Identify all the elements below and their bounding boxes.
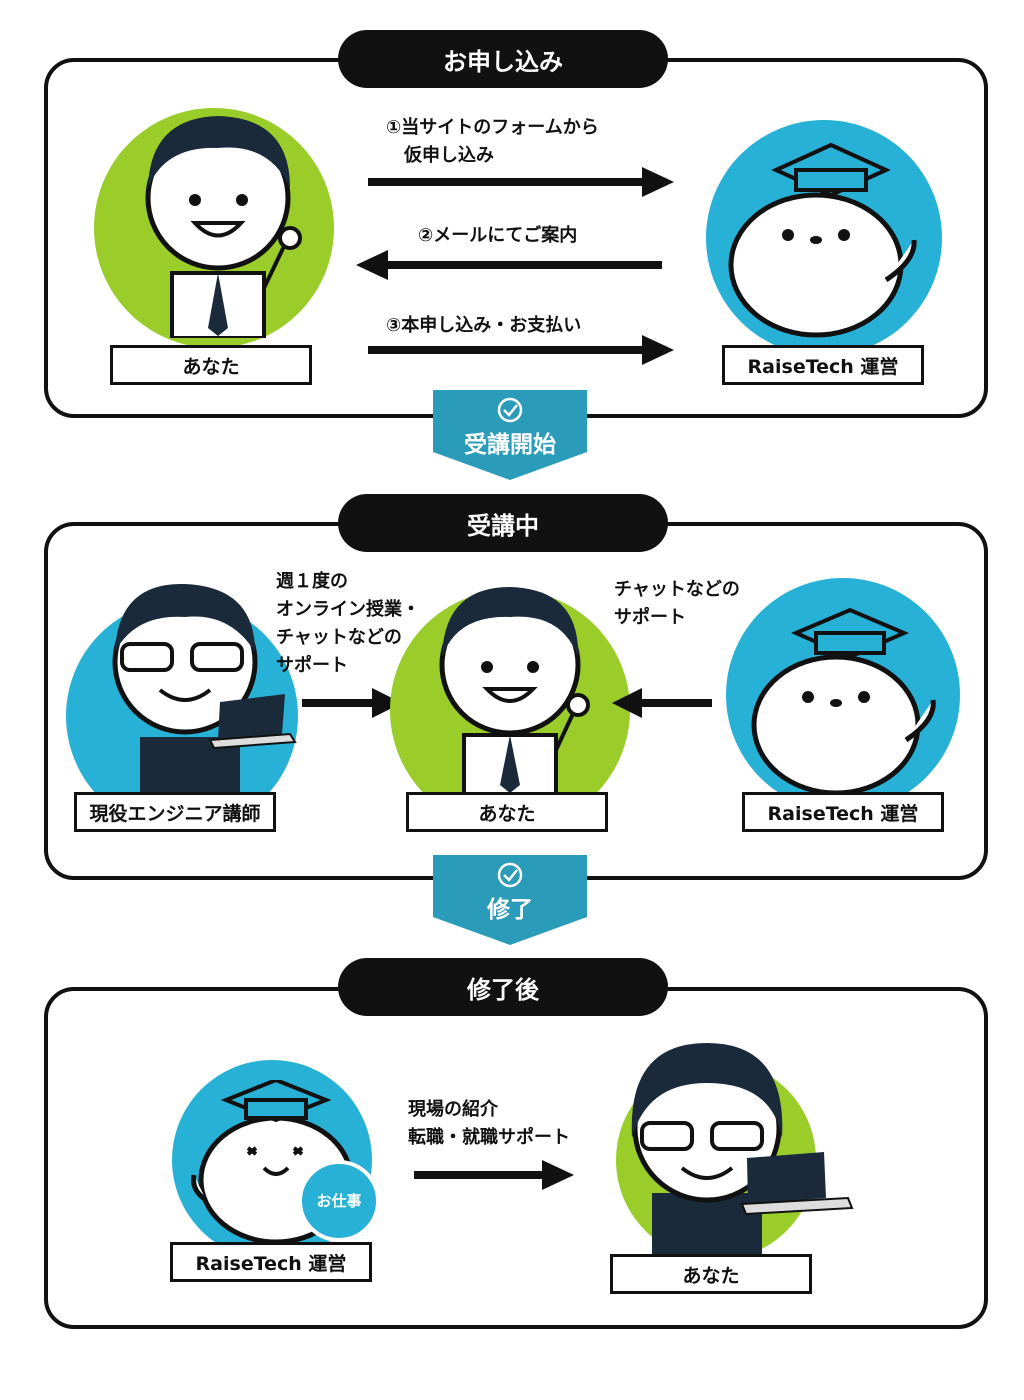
step-1-text: ①当サイトのフォームから 仮申し込み <box>386 117 599 166</box>
start-banner-text: 受講開始 <box>464 432 556 458</box>
you-character-icon <box>145 116 302 338</box>
job-badge-text: お仕事 <box>316 1192 362 1210</box>
you-character-icon-2 <box>439 587 590 795</box>
career-support-text: 現場の紹介 転職・就職サポート <box>408 1099 570 1148</box>
you-label-3: あなた <box>610 1254 812 1294</box>
raisetech-label: RaiseTech 運営 <box>722 345 924 385</box>
instructor-label: 現役エンジニア講師 <box>74 792 276 832</box>
step-2-text: ②メールにてご案内 <box>418 225 578 246</box>
step-2-arrow-icon <box>356 250 662 280</box>
raisetech-label-3: RaiseTech 運営 <box>170 1242 372 1282</box>
step-3-arrow-icon <box>368 335 674 365</box>
raisetech-arrow-icon <box>612 688 712 718</box>
raisetech-seal-icon-2 <box>751 607 936 796</box>
raisetech-seal-icon <box>728 142 917 338</box>
complete-banner <box>433 855 587 945</box>
step-3-text: ③本申し込み・お支払い <box>386 315 582 336</box>
raisetech-support-text: チャットなどの サポート <box>614 579 740 628</box>
after-title: 修了後 <box>338 958 668 1016</box>
instructor-arrow-icon <box>302 688 402 718</box>
apply-title: お申し込み <box>338 30 668 88</box>
complete-banner-text: 修了 <box>487 897 533 923</box>
step-1-arrow-icon <box>368 167 674 197</box>
career-arrow-icon <box>414 1160 574 1190</box>
studying-title: 受講中 <box>338 494 668 552</box>
instructor-character-icon <box>112 583 297 802</box>
you-woman-character-icon <box>631 1043 854 1258</box>
instructor-support-text: 週１度の オンライン授業・ チャットなどの サポート <box>276 571 420 676</box>
start-banner <box>433 390 587 480</box>
raisetech-label-2: RaiseTech 運営 <box>742 792 944 832</box>
job-badge-circle <box>298 1160 380 1242</box>
you-label-2: あなた <box>406 792 608 832</box>
you-label: あなた <box>110 345 312 385</box>
